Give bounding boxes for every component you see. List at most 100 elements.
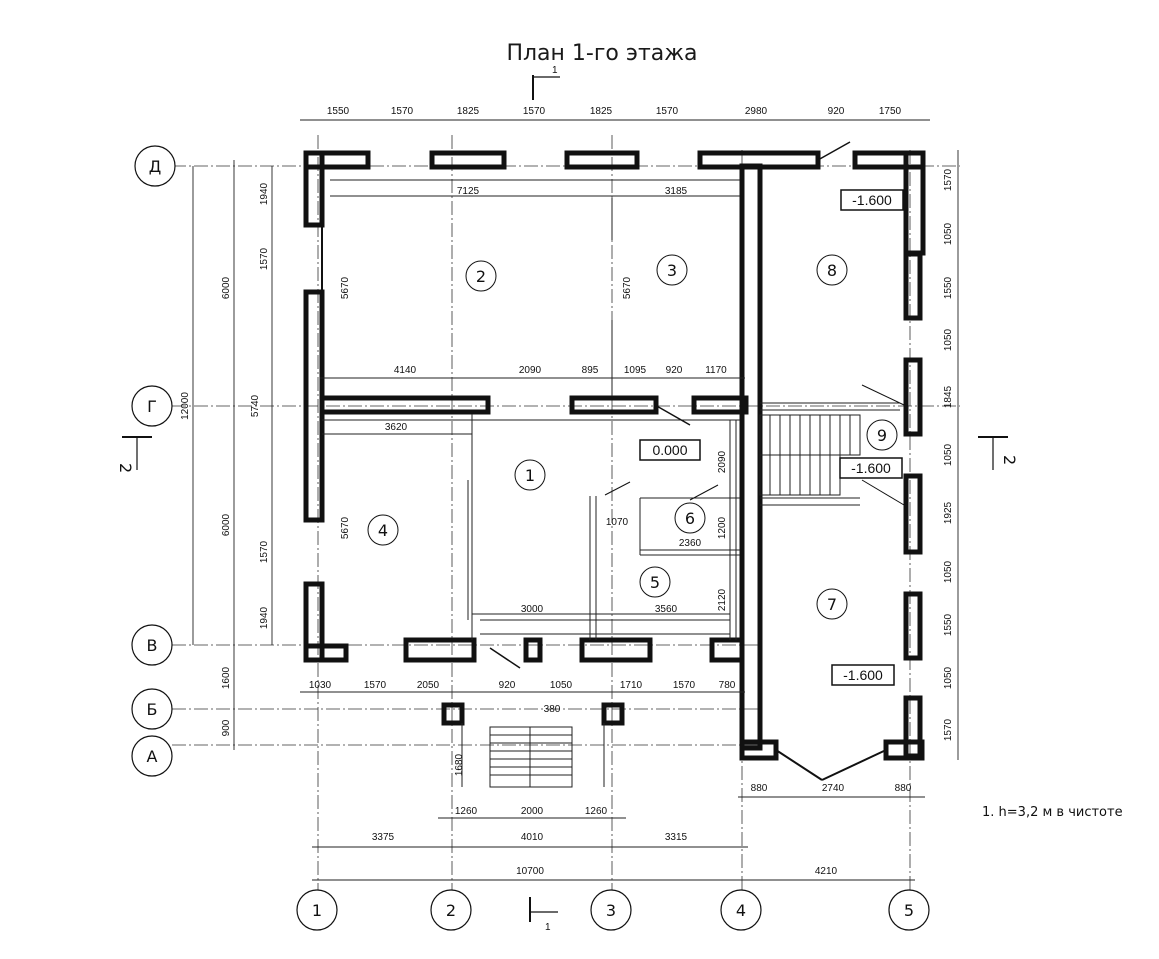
- section-mark-1-bottom-label: 1: [545, 922, 551, 933]
- dim-chain-top: 1550 1570 1825 1570 1825 1570 2980 920 1…: [300, 106, 930, 121]
- level-room8-label: -1.600: [852, 192, 892, 208]
- walls: [303, 150, 926, 781]
- room-label-4: 4: [367, 514, 399, 546]
- dim-chain-left: 12000 6000 6000 5740 1600 900 1940 1570 …: [180, 160, 273, 750]
- axis-col-4-label: 4: [736, 901, 746, 920]
- axis-row-d-label: Д: [149, 157, 162, 176]
- axis-bubble-col-2: 2: [430, 889, 472, 931]
- level-mark-room9: -1.600: [839, 457, 903, 479]
- dim-top-9: 1750: [879, 106, 902, 117]
- dim-right-11: 1570: [943, 718, 954, 741]
- dim-chain-overall: 3375 4010 3315 10700 4210: [312, 832, 915, 881]
- room-label-7: 7: [816, 588, 848, 620]
- axis-col-5-label: 5: [904, 901, 914, 920]
- dim-mid-4: 1095: [624, 365, 647, 376]
- dim-right-7: 1925: [943, 501, 954, 524]
- dim-mid-6: 1170: [705, 365, 727, 376]
- room-label-9: 9: [866, 419, 898, 451]
- svg-text:1: 1: [525, 466, 535, 485]
- dim-top-1: 1550: [327, 106, 350, 117]
- dim-left-small-2: 900: [221, 719, 232, 736]
- dim-left-wall-4: 1940: [259, 606, 270, 629]
- dim-overall-3: 3315: [665, 832, 688, 843]
- dim-chain-right: 1570 1050 1550 1050 1845 1050 1925 1050 …: [943, 150, 959, 760]
- dim-left-wall-3: 1570: [259, 540, 270, 563]
- dim-right-4: 1050: [943, 328, 954, 351]
- dim-top-7: 2980: [745, 106, 768, 117]
- svg-text:6: 6: [685, 509, 695, 528]
- dim-front-2: 1570: [364, 680, 387, 691]
- dim-front-5: 1050: [550, 680, 573, 691]
- section-mark-2-left: 2: [116, 436, 152, 473]
- dim-top-5: 1825: [590, 106, 613, 117]
- dim-corridor-h2: 2120: [717, 588, 728, 611]
- porch: [441, 702, 625, 788]
- axis-col-3-label: 3: [606, 901, 616, 920]
- axis-bubble-row-v: В: [131, 624, 173, 666]
- dim-bay-3: 880: [895, 783, 912, 794]
- level-mark-room7: -1.600: [831, 664, 895, 686]
- dim-bay-1: 880: [751, 783, 768, 794]
- dim-top-8: 920: [828, 106, 845, 117]
- stairs-room9: [759, 384, 905, 506]
- level-room9-label: -1.600: [851, 460, 891, 476]
- dim-bottom-inner-1: 3000: [521, 604, 544, 615]
- section-mark-1-top: 1: [532, 65, 560, 100]
- svg-text:3: 3: [667, 261, 677, 280]
- dim-right-2: 1050: [943, 222, 954, 245]
- svg-text:7: 7: [827, 595, 837, 614]
- dim-room4-height: 5670: [340, 516, 351, 539]
- dim-top-2: 1570: [391, 106, 414, 117]
- dim-overall-2: 4010: [521, 832, 544, 843]
- svg-text:4: 4: [378, 521, 388, 540]
- dim-top-6: 1570: [656, 106, 679, 117]
- axis-bubble-col-3: 3: [590, 889, 632, 931]
- dim-right-8: 1050: [943, 560, 954, 583]
- axis-lines-horizontal: [172, 165, 960, 746]
- dim-front-1: 1030: [309, 680, 332, 691]
- section-mark-2-right-label: 2: [1000, 455, 1019, 465]
- dim-overall-total: 10700: [516, 866, 544, 877]
- dim-chain-bay: 880 2740 880: [738, 783, 925, 798]
- dim-right-3: 1550: [943, 276, 954, 299]
- dim-room6-length: 2360: [679, 538, 702, 549]
- dim-overall-1: 3375: [372, 832, 395, 843]
- section-mark-2-left-label: 2: [116, 463, 135, 473]
- dim-mid-1: 4140: [394, 365, 417, 376]
- axis-bubble-row-a: А: [131, 735, 173, 777]
- dim-right-6: 1050: [943, 443, 954, 466]
- ceiling-height-note: 1. h=3,2 м в чистоте: [982, 805, 1123, 820]
- dim-room2-width: 7125: [457, 186, 480, 197]
- dim-top-3: 1825: [457, 106, 480, 117]
- dim-front-4: 920: [499, 680, 516, 691]
- svg-text:9: 9: [877, 426, 887, 445]
- dim-top-4: 1570: [523, 106, 546, 117]
- axis-bubble-row-b: Б: [131, 688, 173, 730]
- axis-col-1-label: 1: [312, 901, 322, 920]
- svg-text:2: 2: [476, 267, 486, 286]
- dim-room4-width: 3620: [385, 422, 408, 433]
- axis-lines-vertical: [317, 135, 911, 890]
- level-mark-room8: -1.600: [840, 189, 904, 211]
- dim-right-10: 1050: [943, 666, 954, 689]
- room-label-3: 3: [656, 254, 688, 286]
- dim-front-7: 1570: [673, 680, 696, 691]
- dim-right-9: 1550: [943, 613, 954, 636]
- dim-left-small-1: 1600: [221, 666, 232, 689]
- level-zero-label: 0.000: [652, 442, 687, 458]
- dim-corridor-h: 2090: [717, 450, 728, 473]
- dim-chain-porch: 1260 2000 1260: [438, 806, 626, 819]
- dim-left-outer-1: 6000: [221, 276, 232, 299]
- dim-room3-height: 5670: [622, 276, 633, 299]
- svg-text:5: 5: [650, 573, 660, 592]
- room-label-5: 5: [639, 566, 671, 598]
- dim-chain-front: 1030 1570 2050 920 1050 1710 1570 780: [300, 680, 745, 693]
- level-mark-zero: 0.000: [639, 439, 701, 461]
- dim-room2-height: 5670: [340, 276, 351, 299]
- axis-bubble-row-g: Г: [131, 385, 173, 427]
- dim-left-mid: 5740: [250, 394, 261, 417]
- dim-porch-depth: 1680: [454, 753, 465, 776]
- axis-row-g-label: Г: [147, 397, 157, 416]
- section-mark-1-top-label: 1: [552, 65, 558, 76]
- room-label-1: 1: [514, 459, 546, 491]
